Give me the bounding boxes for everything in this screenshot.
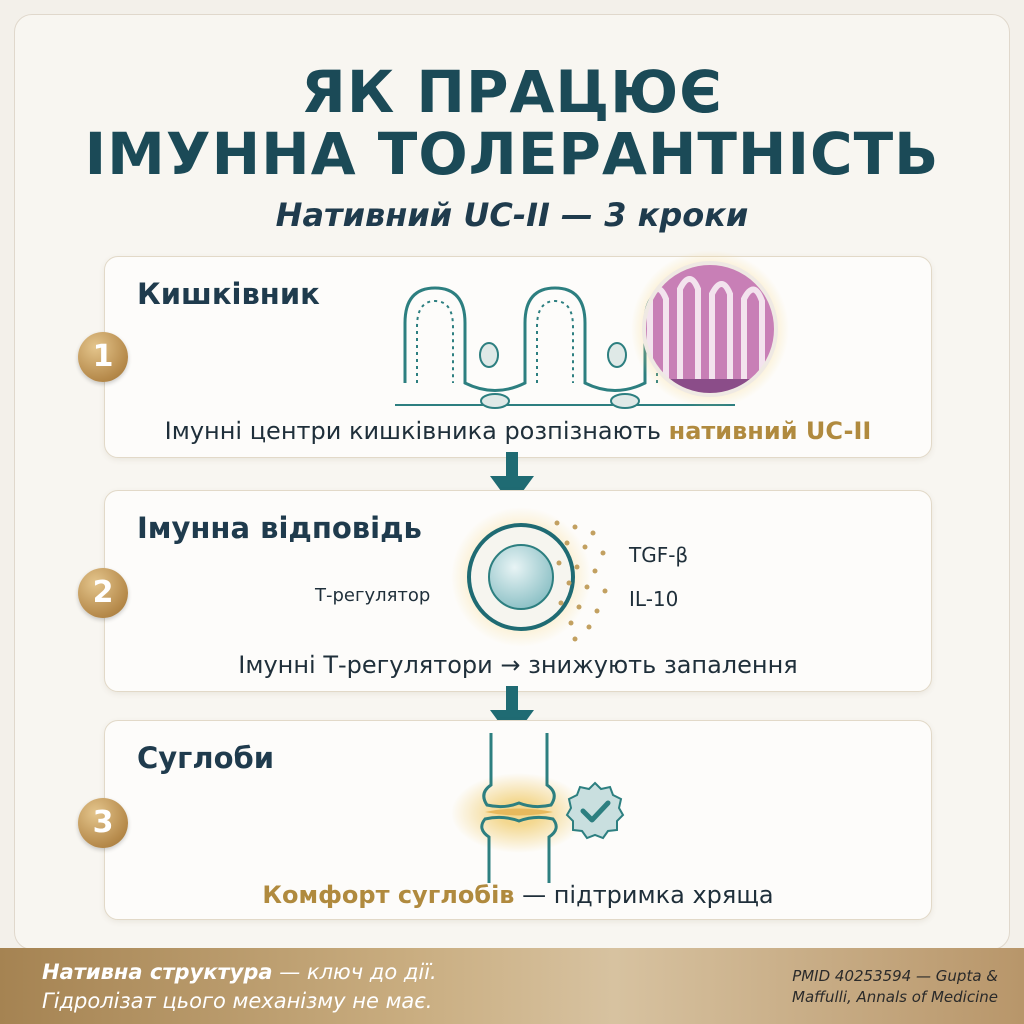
step-card-joints: Суглоби Комфорт суглобів — підтримка хря…: [104, 720, 932, 920]
step-card-gut: Кишківник Імунні центри киш: [104, 250, 932, 458]
step-description: Комфорт суглобів — підтримка хряща: [105, 881, 931, 909]
cytokine-label-il10: IL-10: [629, 587, 679, 611]
step-number-badge: 3: [78, 798, 128, 848]
cytokine-dots-icon: [554, 520, 608, 642]
step-title: Кишківник: [137, 277, 320, 311]
step-title: Імунна відповідь: [137, 511, 422, 545]
step-text-plain: Імунні центри кишківника розпізнають: [164, 417, 669, 445]
check-badge-icon: [565, 781, 625, 840]
title-line-1: ЯК ПРАЦЮЄ: [301, 58, 723, 126]
knee-joint-icon: [451, 733, 587, 883]
footer-bar: Нативна структура — ключ до дії. Гідролі…: [0, 948, 1024, 1024]
step-number-badge: 2: [78, 568, 128, 618]
step-card-immune-response: Імунна відповідь Т-регулятор TGF-β IL-10: [104, 490, 932, 692]
step-text-plain: — підтримка хряща: [514, 881, 774, 909]
footer-note-rest: — ключ до дії.: [272, 960, 437, 984]
citation-line-1: PMID 40253594 — Gupta &: [792, 967, 998, 985]
title-line-2: ІМУННА ТОЛЕРАНТНІСТЬ: [84, 120, 940, 188]
step-text-highlight: Комфорт суглобів: [262, 881, 515, 909]
step-description: Імунні Т-регулятори → знижують запалення: [238, 651, 798, 679]
cytokine-label-tgf: TGF-β: [629, 543, 689, 567]
histology-magnifier-icon: [631, 250, 789, 408]
footer-note: Нативна структура — ключ до дії. Гідролі…: [42, 958, 437, 1016]
t-regulator-label: Т-регулятор: [315, 585, 431, 606]
footer-note-bold: Нативна структура: [42, 960, 273, 984]
footer-citation: PMID 40253594 — Gupta & Maffulli, Annals…: [738, 966, 998, 1008]
subtitle: Нативний UC-II — 3 кроки: [275, 196, 749, 234]
citation-line-2: Maffulli, Annals of Medicine: [792, 988, 998, 1006]
footer-note-line2: Гідролізат цього механізму не має.: [42, 989, 433, 1013]
step-description: Імунні центри кишківника розпізнають нат…: [105, 417, 931, 445]
step-number-badge: 1: [78, 332, 128, 382]
step-title: Суглоби: [137, 741, 275, 775]
step-text-highlight: нативний UC-II: [668, 417, 872, 445]
t-cell-icon: [451, 507, 591, 647]
